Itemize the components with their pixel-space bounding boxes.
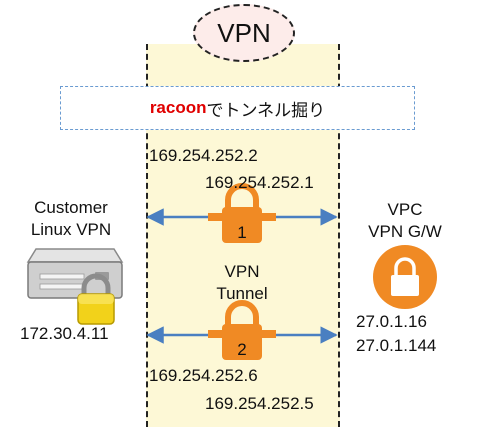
tunnel-2-lock-icon [208, 300, 276, 360]
tunnel-1-number: 1 [237, 223, 246, 242]
tunnel-1-left-ip: 169.254.252.2 [149, 146, 258, 165]
tunnel-label-line2: Tunnel [216, 284, 268, 303]
vpc-ip-2: 27.0.1.144 [356, 336, 437, 355]
customer-ip: 172.30.4.11 [20, 324, 109, 343]
tunnel-2-left-ip: 169.254.252.6 [149, 366, 258, 385]
server-lock-icon [77, 273, 115, 325]
vpc-label-line2: VPN G/W [368, 222, 442, 241]
customer-label-line2: Linux VPN [30, 220, 112, 239]
banner-highlight: racoon [149, 98, 207, 117]
tunnel-2-right-ip: 169.254.252.5 [205, 394, 314, 413]
vpn-title: VPN [217, 17, 271, 48]
vpc-ip-1: 27.0.1.16 [356, 312, 427, 331]
customer-label-line1: Customer [34, 198, 108, 217]
tunnel-1-lock-icon [208, 183, 276, 243]
tunnel-label-line1: VPN [224, 262, 260, 281]
vpn-title-ellipse: VPN [193, 4, 295, 62]
gateway-lock-icon [373, 245, 437, 309]
banner-text: でトンネル掘り [206, 100, 326, 120]
tunnel-2-number: 2 [237, 340, 246, 359]
tunnel-1-right-ip: 169.254.252.1 [205, 173, 314, 192]
vpc-label-line1: VPC [387, 200, 423, 219]
